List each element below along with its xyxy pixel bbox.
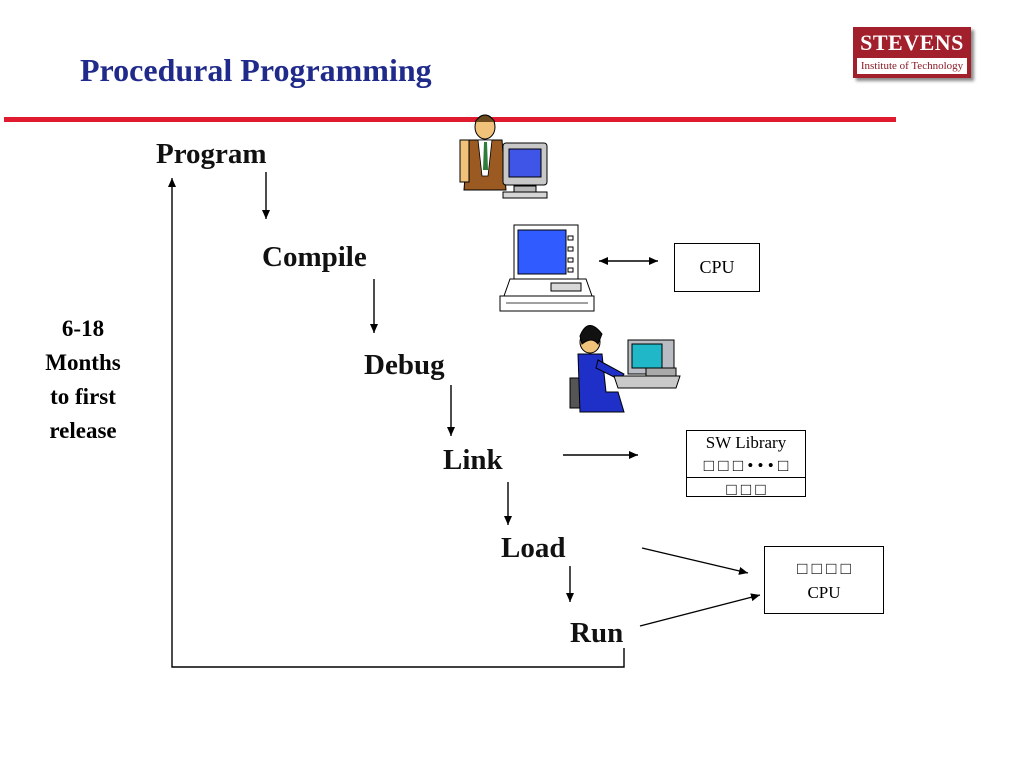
note-line: to first — [50, 384, 116, 410]
cpu-box: CPU — [674, 243, 760, 292]
note-line: release — [49, 418, 117, 444]
sw-library-row: □ □ □ — [687, 477, 805, 501]
logo-subtitle: Institute of Technology — [857, 58, 967, 74]
step-program: Program — [156, 138, 267, 170]
sw-library-title: SW Library — [705, 433, 787, 452]
sw-library-box: SW Library □ □ □ • • • □ □ □ □ — [686, 430, 806, 499]
run-cpu-arrow — [639, 593, 761, 627]
note-line: Months — [45, 350, 121, 376]
logo-wordmark: STEVENS — [860, 30, 964, 55]
sw-library-row: □ □ □ • • • □ — [703, 456, 789, 475]
release-timeline-note: 6-18 Months to first release — [28, 312, 138, 448]
step-run: Run — [570, 617, 624, 649]
step-load: Load — [501, 532, 566, 564]
slide-title: Procedural Programming — [80, 52, 432, 88]
step-debug: Debug — [364, 349, 445, 381]
runtime-cpu-row: □ □ □ □ — [797, 559, 851, 578]
load-cpu-arrow — [641, 547, 749, 575]
step-link: Link — [443, 444, 503, 476]
feedback-loop-arrow — [168, 178, 625, 668]
title-divider — [4, 117, 896, 122]
step-compile: Compile — [262, 241, 367, 273]
runtime-cpu-label: CPU — [807, 583, 841, 602]
runtime-cpu-box: □ □ □ □ CPU — [764, 546, 884, 614]
stevens-logo: STEVENS Institute of Technology — [853, 27, 971, 78]
note-line: 6-18 — [61, 316, 105, 341]
